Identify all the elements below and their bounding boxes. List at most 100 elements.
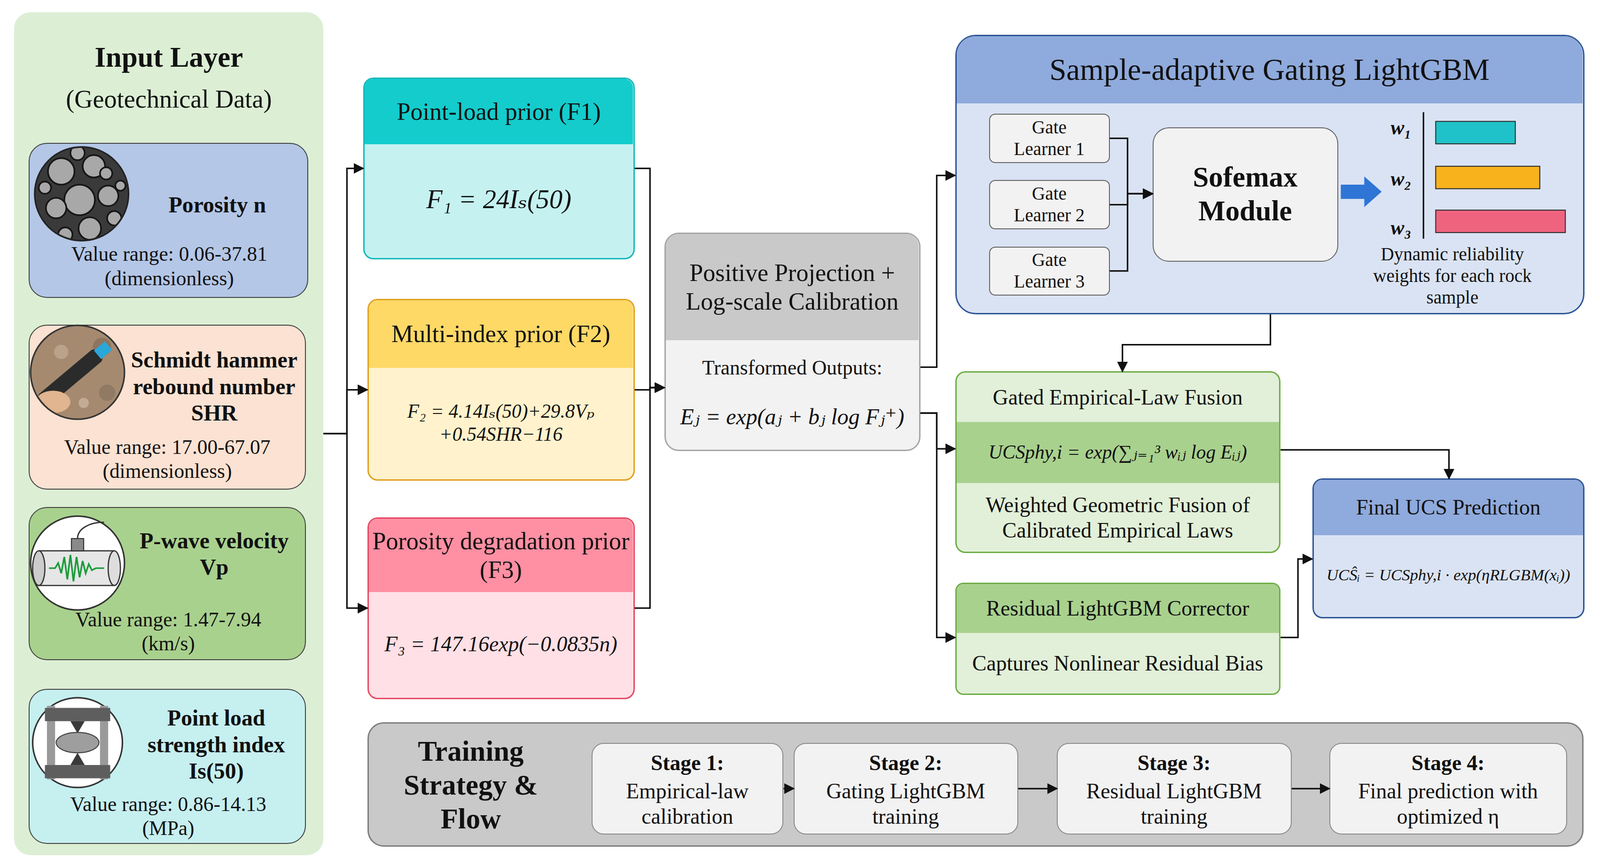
stage-description: Final prediction with optimized η bbox=[1330, 776, 1566, 832]
schmidt-hammer-icon bbox=[30, 325, 125, 420]
input-box: P-wave velocity Vp Value range: 1.47-7.94… bbox=[28, 507, 307, 661]
input-box: Schmidt hammer rebound number SHRValue r… bbox=[28, 324, 307, 491]
point-load-icon bbox=[32, 697, 123, 788]
weight-label: w₃ bbox=[1383, 214, 1419, 241]
prior-formula: F₁ = 24Iₛ(50) bbox=[364, 144, 633, 255]
connector-arrow bbox=[1109, 138, 1153, 194]
prior-formula: F₂ = 4.14Iₛ(50)+29.8Vₚ +0.54SHR−116 bbox=[368, 367, 633, 479]
input-name: P-wave velocity Vp bbox=[123, 524, 306, 584]
connector-arrow bbox=[634, 387, 665, 609]
p-wave-icon bbox=[30, 515, 125, 610]
training-panel: Training Strategy & FlowStage 1:Empirica… bbox=[367, 722, 1584, 847]
core-sample bbox=[39, 550, 115, 586]
icon-disc bbox=[32, 697, 123, 788]
frame-column bbox=[46, 705, 55, 780]
connector-arrow bbox=[323, 433, 367, 609]
hammer-tip bbox=[93, 341, 113, 360]
calibration-box: Positive Projection + Log-scale Calibrat… bbox=[664, 232, 921, 452]
core-end bbox=[32, 550, 45, 586]
value-range: Value range: 17.00-67.07 (dimensionless) bbox=[39, 431, 295, 487]
connector-arrow bbox=[1291, 788, 1330, 790]
sensor bbox=[71, 538, 84, 551]
calibration-header: Positive Projection + Log-scale Calibrat… bbox=[665, 234, 920, 341]
gating-panel: Sample-adaptive Gating LightGBM Dynamic r… bbox=[955, 34, 1585, 315]
calibration-formula: Eⱼ = exp(aⱼ + bⱼ log Fⱼ⁺) bbox=[665, 387, 920, 447]
connector-arrow bbox=[1109, 193, 1153, 205]
input-panel: Input Layer(Geotechnical Data)Porosity n… bbox=[14, 12, 324, 856]
input-box: Porosity nValue range: 0.06-37.81 (dimen… bbox=[28, 142, 309, 298]
value-range: Value range: 1.47-7.94 (km/s) bbox=[66, 603, 271, 659]
stage-box: Stage 2:Gating LightGBM training bbox=[793, 742, 1019, 835]
porosity-icon bbox=[34, 145, 129, 242]
input-name: Schmidt hammer rebound number SHR bbox=[123, 341, 306, 432]
prior-box: Point-load prior (F1)F₁ = 24Iₛ(50) bbox=[363, 77, 635, 260]
fusion-box: Gated Empirical-Law FusionUCSphy,i = exp… bbox=[955, 371, 1281, 554]
residual-description: Captures Nonlinear Residual Bias bbox=[956, 635, 1280, 693]
connector-arrow bbox=[634, 168, 665, 388]
gate-learner-box: Gate Learner 3 bbox=[989, 246, 1110, 296]
weights-caption: Dynamic reliability weights for each roc… bbox=[1359, 240, 1546, 312]
gate-learner-label: Gate Learner 1 bbox=[990, 114, 1109, 162]
connector-arrow bbox=[1122, 314, 1271, 372]
prior-box: Multi-index prior (F2)F₂ = 4.14Iₛ(50)+29… bbox=[367, 298, 635, 481]
connector-arrow bbox=[920, 413, 956, 449]
gate-learner-box: Gate Learner 1 bbox=[989, 113, 1110, 163]
prediction-formula: UCŜᵢ = UCSphy,i · exp(ηRLGBM(xᵢ)) bbox=[1313, 537, 1584, 613]
value-range: Value range: 0.86-14.13 (MPa) bbox=[66, 789, 271, 843]
sensor-cable bbox=[77, 522, 104, 539]
softmax-label: Sofemax Module bbox=[1153, 128, 1337, 261]
connector-arrow bbox=[1018, 788, 1058, 790]
core-end bbox=[108, 550, 121, 586]
fusion-formula: UCSphy,i = exp(∑ⱼ₌₁³ wᵢⱼ log Eᵢⱼ) bbox=[956, 421, 1280, 484]
input-name: Point load strength index Is(50) bbox=[125, 697, 308, 792]
block-arrow bbox=[1340, 176, 1382, 208]
weight-label: w₁ bbox=[1383, 114, 1419, 141]
stage-description: Residual LightGBM training bbox=[1057, 776, 1290, 832]
prior-header: Porosity degradation prior (F3) bbox=[368, 518, 633, 593]
softmax-box: Sofemax Module bbox=[1152, 127, 1339, 263]
stage-description: Gating LightGBM training bbox=[794, 776, 1017, 832]
connector-arrow bbox=[1280, 449, 1449, 479]
prior-formula: F₃ = 147.16exp(−0.0835n) bbox=[368, 592, 633, 696]
icon-disc bbox=[34, 147, 129, 242]
stage-number: Stage 1: bbox=[592, 747, 782, 779]
stage-number: Stage 4: bbox=[1330, 747, 1566, 779]
gate-learner-label: Gate Learner 3 bbox=[990, 247, 1109, 295]
connector-arrow bbox=[1109, 193, 1153, 271]
stage-number: Stage 2: bbox=[794, 747, 1017, 779]
loading-cone bbox=[70, 752, 85, 765]
bottom-platen bbox=[45, 764, 111, 779]
top-platen bbox=[45, 708, 111, 722]
panel-title: Sample-adaptive Gating LightGBM bbox=[956, 36, 1583, 104]
residual-box: Residual LightGBM CorrectorCaptures Nonl… bbox=[955, 582, 1281, 695]
fusion-header: Gated Empirical-Law Fusion bbox=[956, 372, 1280, 422]
stage-box: Stage 4:Final prediction with optimized … bbox=[1329, 742, 1568, 835]
frame-column bbox=[100, 705, 109, 780]
gate-learner-label: Gate Learner 2 bbox=[990, 180, 1109, 228]
input-name: Porosity n bbox=[129, 184, 306, 226]
prediction-box: Final UCS PredictionUCŜᵢ = UCSphy,i · ex… bbox=[1312, 478, 1585, 619]
weight-bar bbox=[1435, 166, 1540, 189]
wave-signal bbox=[48, 554, 104, 582]
prior-header: Multi-index prior (F2) bbox=[368, 300, 633, 368]
connector-arrow bbox=[323, 390, 367, 434]
gate-learner-box: Gate Learner 2 bbox=[989, 179, 1110, 229]
calibration-subtitle: Transformed Outputs: bbox=[665, 344, 920, 392]
input-box: Point load strength index Is(50)Value ra… bbox=[28, 688, 307, 844]
hand bbox=[35, 390, 71, 414]
stage-description: Empirical-law calibration bbox=[592, 776, 782, 832]
rock-texture bbox=[35, 337, 116, 414]
residual-header: Residual LightGBM Corrector bbox=[956, 584, 1280, 633]
weight-bar bbox=[1435, 121, 1515, 144]
panel-subtitle: (Geotechnical Data) bbox=[14, 77, 324, 121]
stage-box: Stage 1:Empirical-law calibration bbox=[591, 742, 784, 835]
weight-axis bbox=[1422, 112, 1425, 239]
fusion-description: Weighted Geometric Fusion of Calibrated … bbox=[956, 484, 1280, 551]
loading-cone bbox=[70, 721, 85, 734]
hammer-body bbox=[36, 347, 104, 408]
